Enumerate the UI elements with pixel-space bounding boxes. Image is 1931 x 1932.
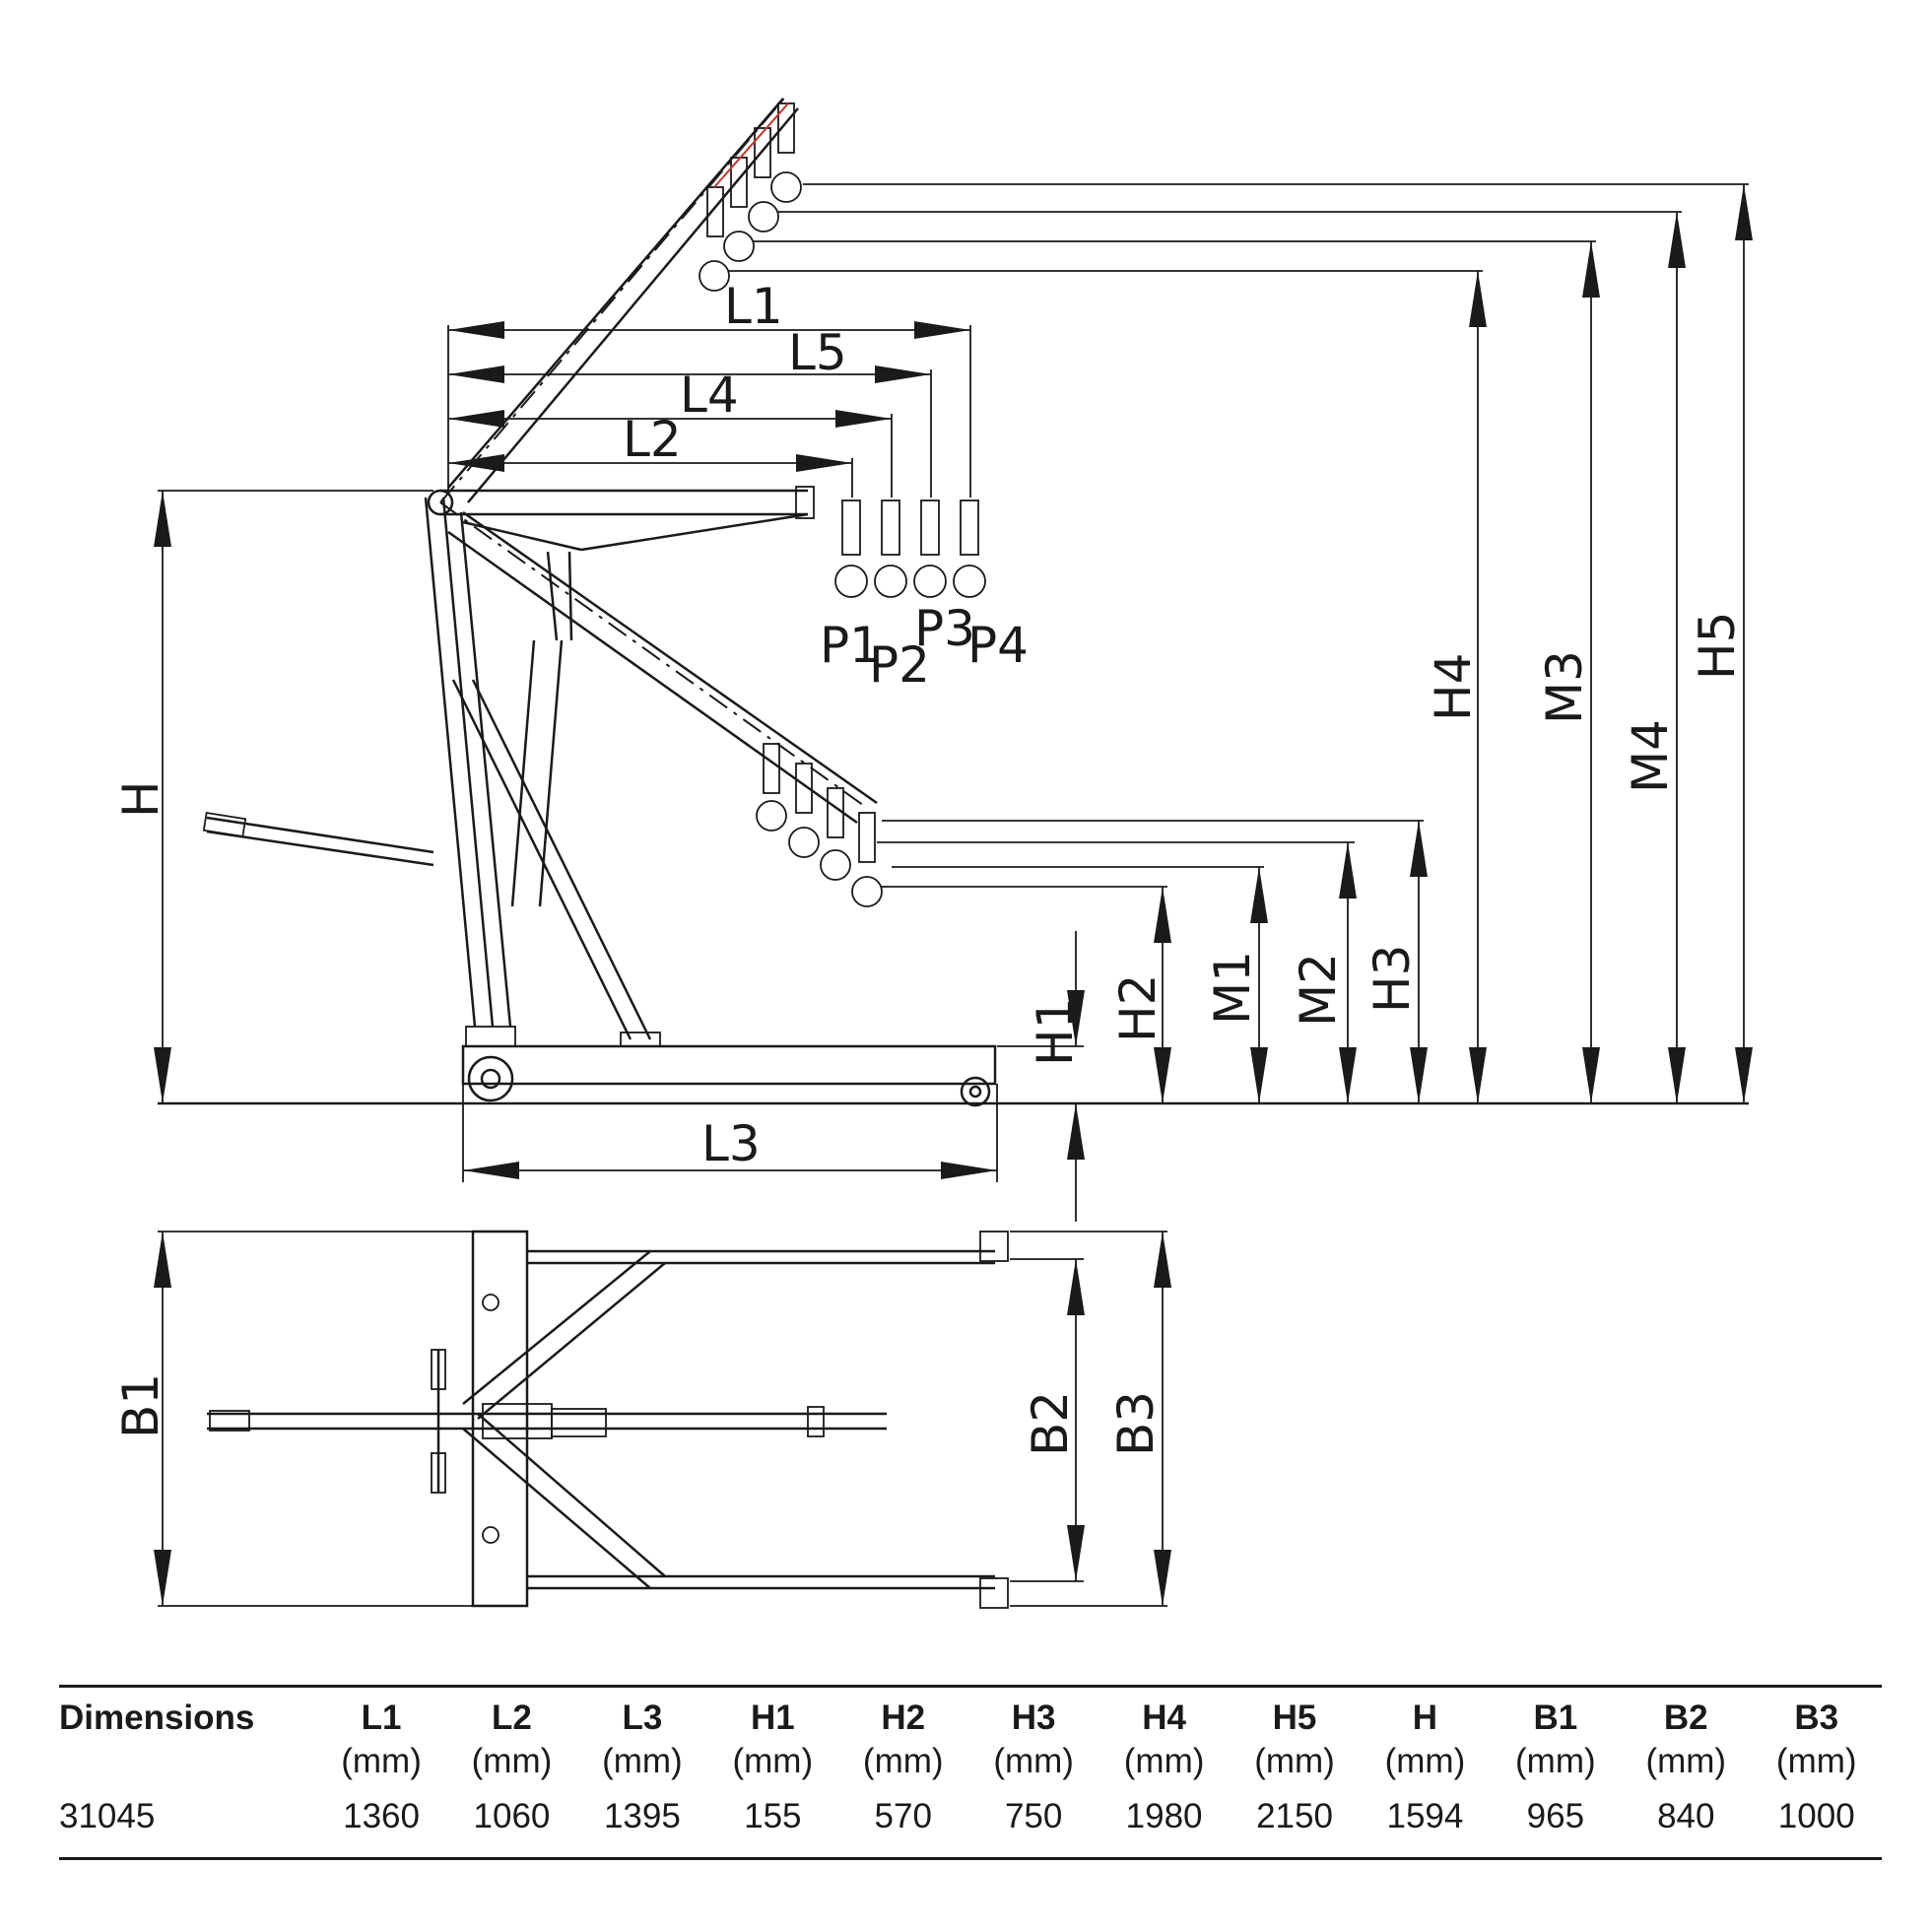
value-b2: 840: [1657, 1797, 1715, 1835]
height-dimensions: [729, 183, 1753, 1222]
table-units-row: (mm) (mm) (mm) (mm) (mm) (mm) (mm) (mm) …: [59, 1738, 1882, 1791]
value-l1: 1360: [343, 1797, 420, 1835]
value-h2: 570: [874, 1797, 932, 1835]
label-m4: M4: [1622, 719, 1679, 793]
value-h1: 155: [744, 1797, 802, 1835]
unit-cell: (mm): [471, 1742, 553, 1780]
col-header-h: H: [1412, 1699, 1438, 1737]
label-h4: H4: [1425, 653, 1482, 721]
label-p1: P1: [820, 617, 881, 674]
label-h3: H3: [1364, 945, 1421, 1013]
table-top-rule: [59, 1685, 1882, 1688]
unit-cell: (mm): [993, 1742, 1074, 1780]
value-l2: 1060: [473, 1797, 551, 1835]
label-m1: M1: [1204, 951, 1261, 1025]
label-l3: L3: [701, 1115, 761, 1172]
unit-cell: (mm): [1123, 1742, 1205, 1780]
label-b2: B2: [1022, 1391, 1079, 1456]
label-b1: B1: [112, 1373, 169, 1438]
value-h5: 2150: [1256, 1797, 1333, 1835]
model-number: 31045: [59, 1797, 156, 1835]
label-l5: L5: [788, 324, 847, 381]
label-l1: L1: [724, 278, 783, 335]
unit-cell: (mm): [1645, 1742, 1727, 1780]
label-h1: H1: [1027, 998, 1084, 1066]
h-dimension: [154, 490, 433, 1103]
label-m2: M2: [1290, 953, 1347, 1027]
crane-top-view: [207, 1230, 1009, 1609]
width-dimensions: [154, 1231, 1171, 1607]
dimensions-table: Dimensions L1 L2 L3 H1 H2 H3 H4 H5 H B1 …: [59, 1687, 1882, 1850]
l3-dimension: [462, 1084, 998, 1182]
label-p2: P2: [869, 636, 930, 694]
col-header-l3: L3: [622, 1699, 663, 1737]
label-h2: H2: [1109, 974, 1166, 1042]
reach-dimensions: [447, 321, 971, 498]
col-header-h2: H2: [881, 1699, 926, 1737]
value-h: 1594: [1386, 1797, 1464, 1835]
value-b3: 1000: [1777, 1797, 1855, 1835]
label-l4: L4: [680, 366, 739, 424]
table-header-dimensions: Dimensions: [59, 1699, 255, 1737]
col-header-h3: H3: [1011, 1699, 1056, 1737]
label-b3: B3: [1107, 1391, 1165, 1456]
label-h5: H5: [1689, 612, 1746, 680]
col-header-b1: B1: [1533, 1699, 1578, 1737]
col-header-b2: B2: [1663, 1699, 1708, 1737]
unit-cell: (mm): [602, 1742, 683, 1780]
col-header-h5: H5: [1272, 1699, 1317, 1737]
label-p4: P4: [967, 617, 1029, 674]
value-l3: 1395: [603, 1797, 681, 1835]
unit-cell: (mm): [1384, 1742, 1466, 1780]
col-header-b3: B3: [1794, 1699, 1839, 1737]
unit-cell: (mm): [341, 1742, 422, 1780]
unit-cell: (mm): [1775, 1742, 1857, 1780]
table-header-row: Dimensions L1 L2 L3 H1 H2 H3 H4 H5 H B1 …: [59, 1687, 1882, 1738]
label-h: H: [112, 780, 169, 818]
table-row: 31045 1360 1060 1395 155 570 750 1980 21…: [59, 1791, 1882, 1850]
unit-cell: (mm): [1515, 1742, 1596, 1780]
table-bottom-rule: [59, 1857, 1882, 1860]
label-l2: L2: [623, 411, 682, 468]
units-empty-cell: [59, 1738, 316, 1791]
col-header-h4: H4: [1142, 1699, 1186, 1737]
col-header-l1: L1: [361, 1699, 402, 1737]
col-header-h1: H1: [750, 1699, 795, 1737]
label-m3: M3: [1536, 650, 1593, 724]
value-h3: 750: [1004, 1797, 1063, 1835]
value-h4: 1980: [1125, 1797, 1203, 1835]
unit-cell: (mm): [862, 1742, 944, 1780]
crane-side-view: [202, 93, 997, 1107]
value-b1: 965: [1526, 1797, 1585, 1835]
unit-cell: (mm): [732, 1742, 814, 1780]
crane-dimension-drawing: P1 P2 P3 P4 L1 L5 L4 L2 L3: [112, 93, 1753, 1609]
col-header-l2: L2: [492, 1699, 532, 1737]
unit-cell: (mm): [1254, 1742, 1335, 1780]
label-p3: P3: [914, 600, 975, 657]
